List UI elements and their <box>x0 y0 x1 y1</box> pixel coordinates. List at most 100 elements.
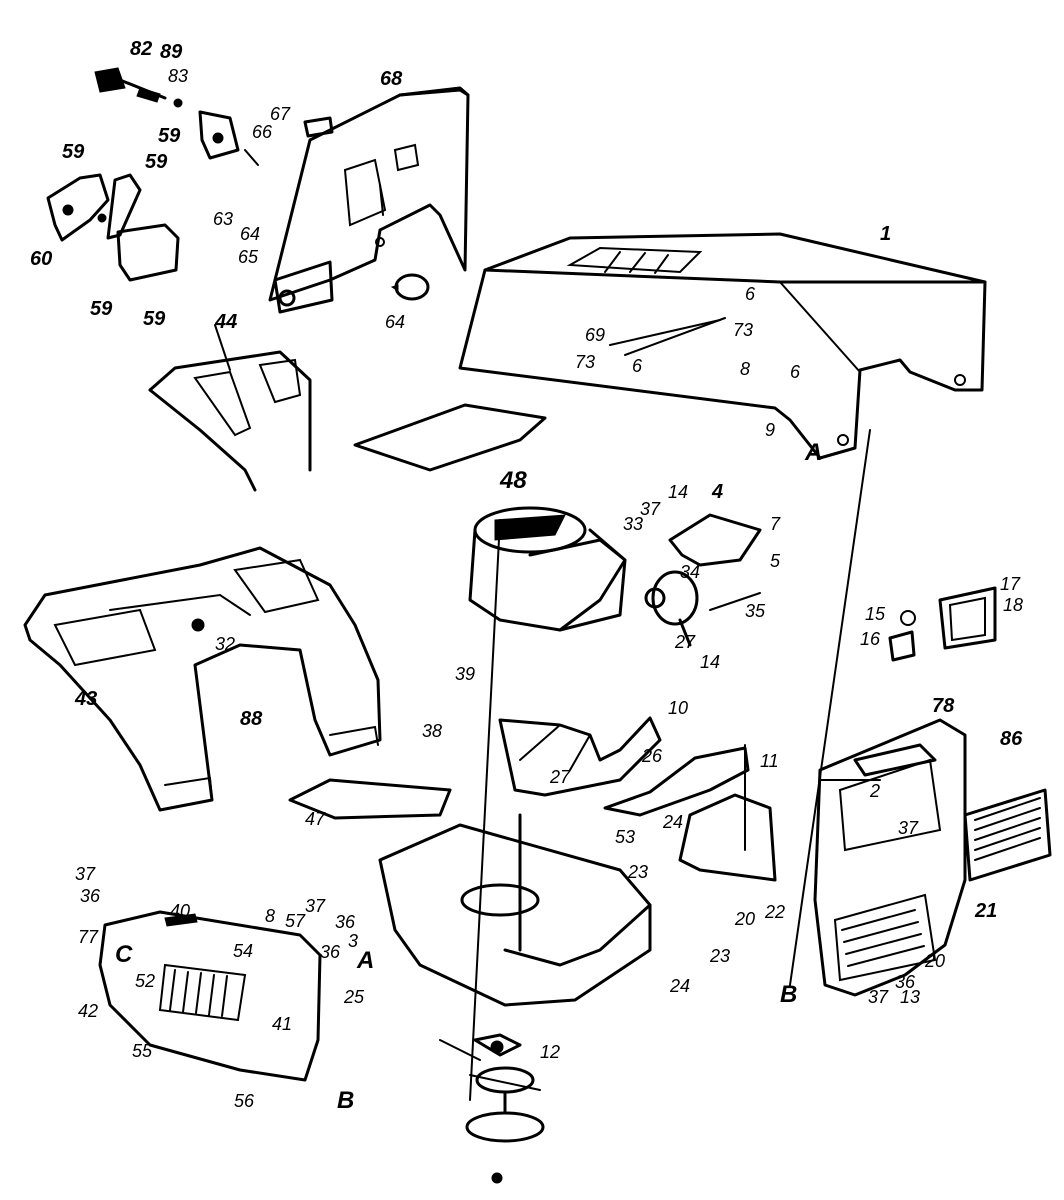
label-2: 2 <box>869 781 880 801</box>
floor-mat-upper <box>353 403 547 472</box>
label-52: 52 <box>135 971 155 991</box>
throttle-control-bracket <box>46 110 240 282</box>
drive-belt <box>439 1039 541 1091</box>
label-37-a: 37 <box>640 499 661 519</box>
label-14-a: 14 <box>668 482 688 502</box>
label-47: 47 <box>305 809 326 829</box>
bolt-35 <box>709 592 761 611</box>
mounting-plate <box>678 793 777 882</box>
front-fender <box>23 546 382 812</box>
label-64-a: 64 <box>240 224 260 244</box>
support-bracket <box>603 746 750 817</box>
label-17: 17 <box>1000 574 1021 594</box>
label-88: 88 <box>240 708 263 730</box>
label-42: 42 <box>78 1001 98 1021</box>
label-44: 44 <box>214 311 237 333</box>
label-25: 25 <box>343 987 365 1007</box>
label-20-a: 20 <box>734 909 755 929</box>
label-12: 12 <box>540 1042 560 1062</box>
label-32: 32 <box>215 634 235 654</box>
label-41: 41 <box>272 1014 292 1034</box>
tractor-frame <box>378 813 652 1007</box>
ignition-switch <box>390 273 430 301</box>
label-37-c: 37 <box>75 864 96 884</box>
battery-tray <box>498 716 662 797</box>
label-43: 43 <box>74 688 97 710</box>
label-67: 67 <box>270 104 291 124</box>
label-21: 21 <box>974 900 997 922</box>
label-48: 48 <box>499 467 527 494</box>
ignition-key <box>94 67 183 108</box>
leader-lines <box>214 317 881 1101</box>
label-56: 56 <box>234 1091 255 1111</box>
label-82: 82 <box>130 38 152 60</box>
label-27-a: 27 <box>674 632 696 652</box>
label-38: 38 <box>422 721 442 741</box>
label-73-b: 73 <box>575 352 595 372</box>
engine <box>468 506 627 632</box>
label-57: 57 <box>285 911 306 931</box>
dashboard-panel <box>268 86 470 314</box>
label-26: 26 <box>641 746 663 766</box>
label-83: 83 <box>168 66 188 86</box>
label-7: 7 <box>770 514 781 534</box>
label-77: 77 <box>78 927 99 947</box>
label-36-b: 36 <box>335 912 356 932</box>
label-C: C <box>115 941 133 968</box>
label-36-c: 36 <box>320 942 341 962</box>
label-24-b: 24 <box>669 976 690 996</box>
label-13: 13 <box>900 987 920 1007</box>
label-33: 33 <box>623 514 643 534</box>
label-40: 40 <box>170 901 190 921</box>
label-89: 89 <box>160 41 183 63</box>
fuse-holder <box>303 116 334 138</box>
label-60: 60 <box>30 248 52 270</box>
drive-pulley <box>465 1066 545 1184</box>
engine-bracket <box>668 513 762 567</box>
label-1: 1 <box>880 223 891 245</box>
label-53: 53 <box>615 827 635 847</box>
side-panel <box>98 910 322 1082</box>
grille-housing <box>813 718 1052 997</box>
label-36-a: 36 <box>80 886 101 906</box>
label-B-2: B <box>337 1087 354 1114</box>
label-9: 9 <box>765 420 775 440</box>
label-59-c: 59 <box>145 151 168 173</box>
label-3: 3 <box>348 931 358 951</box>
label-A-1: A <box>804 439 822 466</box>
label-B-1: B <box>780 981 797 1008</box>
label-59-b: 59 <box>62 141 85 163</box>
part-labels: 82 89 83 68 67 66 59 59 59 59 59 60 63 6… <box>30 38 1023 1114</box>
label-23-a: 23 <box>627 862 648 882</box>
label-10: 10 <box>668 698 688 718</box>
label-14-b: 14 <box>700 652 720 672</box>
label-35: 35 <box>745 601 766 621</box>
label-27-b: 27 <box>549 767 571 787</box>
label-6-b: 6 <box>632 356 643 376</box>
label-6-c: 6 <box>790 362 801 382</box>
floor-mat-lower <box>288 778 452 820</box>
label-39: 39 <box>455 664 475 684</box>
label-86: 86 <box>1000 728 1023 750</box>
headlight-assembly <box>888 586 997 662</box>
label-15: 15 <box>865 604 886 624</box>
label-37-d: 37 <box>305 896 326 916</box>
label-8-b: 8 <box>265 906 275 926</box>
label-66: 66 <box>252 122 273 142</box>
label-59-e: 59 <box>143 308 166 330</box>
starter-motor <box>644 570 699 647</box>
label-6-a: 6 <box>745 284 756 304</box>
label-18: 18 <box>1003 595 1023 615</box>
label-16: 16 <box>860 629 881 649</box>
label-64-b: 64 <box>385 312 405 332</box>
label-A-2: A <box>356 947 374 974</box>
rear-fender-upper <box>148 350 312 492</box>
label-63: 63 <box>213 209 233 229</box>
label-20-b: 20 <box>924 951 945 971</box>
label-37-b: 37 <box>898 818 919 838</box>
label-22: 22 <box>764 902 785 922</box>
bracket-clip <box>244 149 259 166</box>
label-55: 55 <box>132 1041 153 1061</box>
hood <box>458 232 987 460</box>
